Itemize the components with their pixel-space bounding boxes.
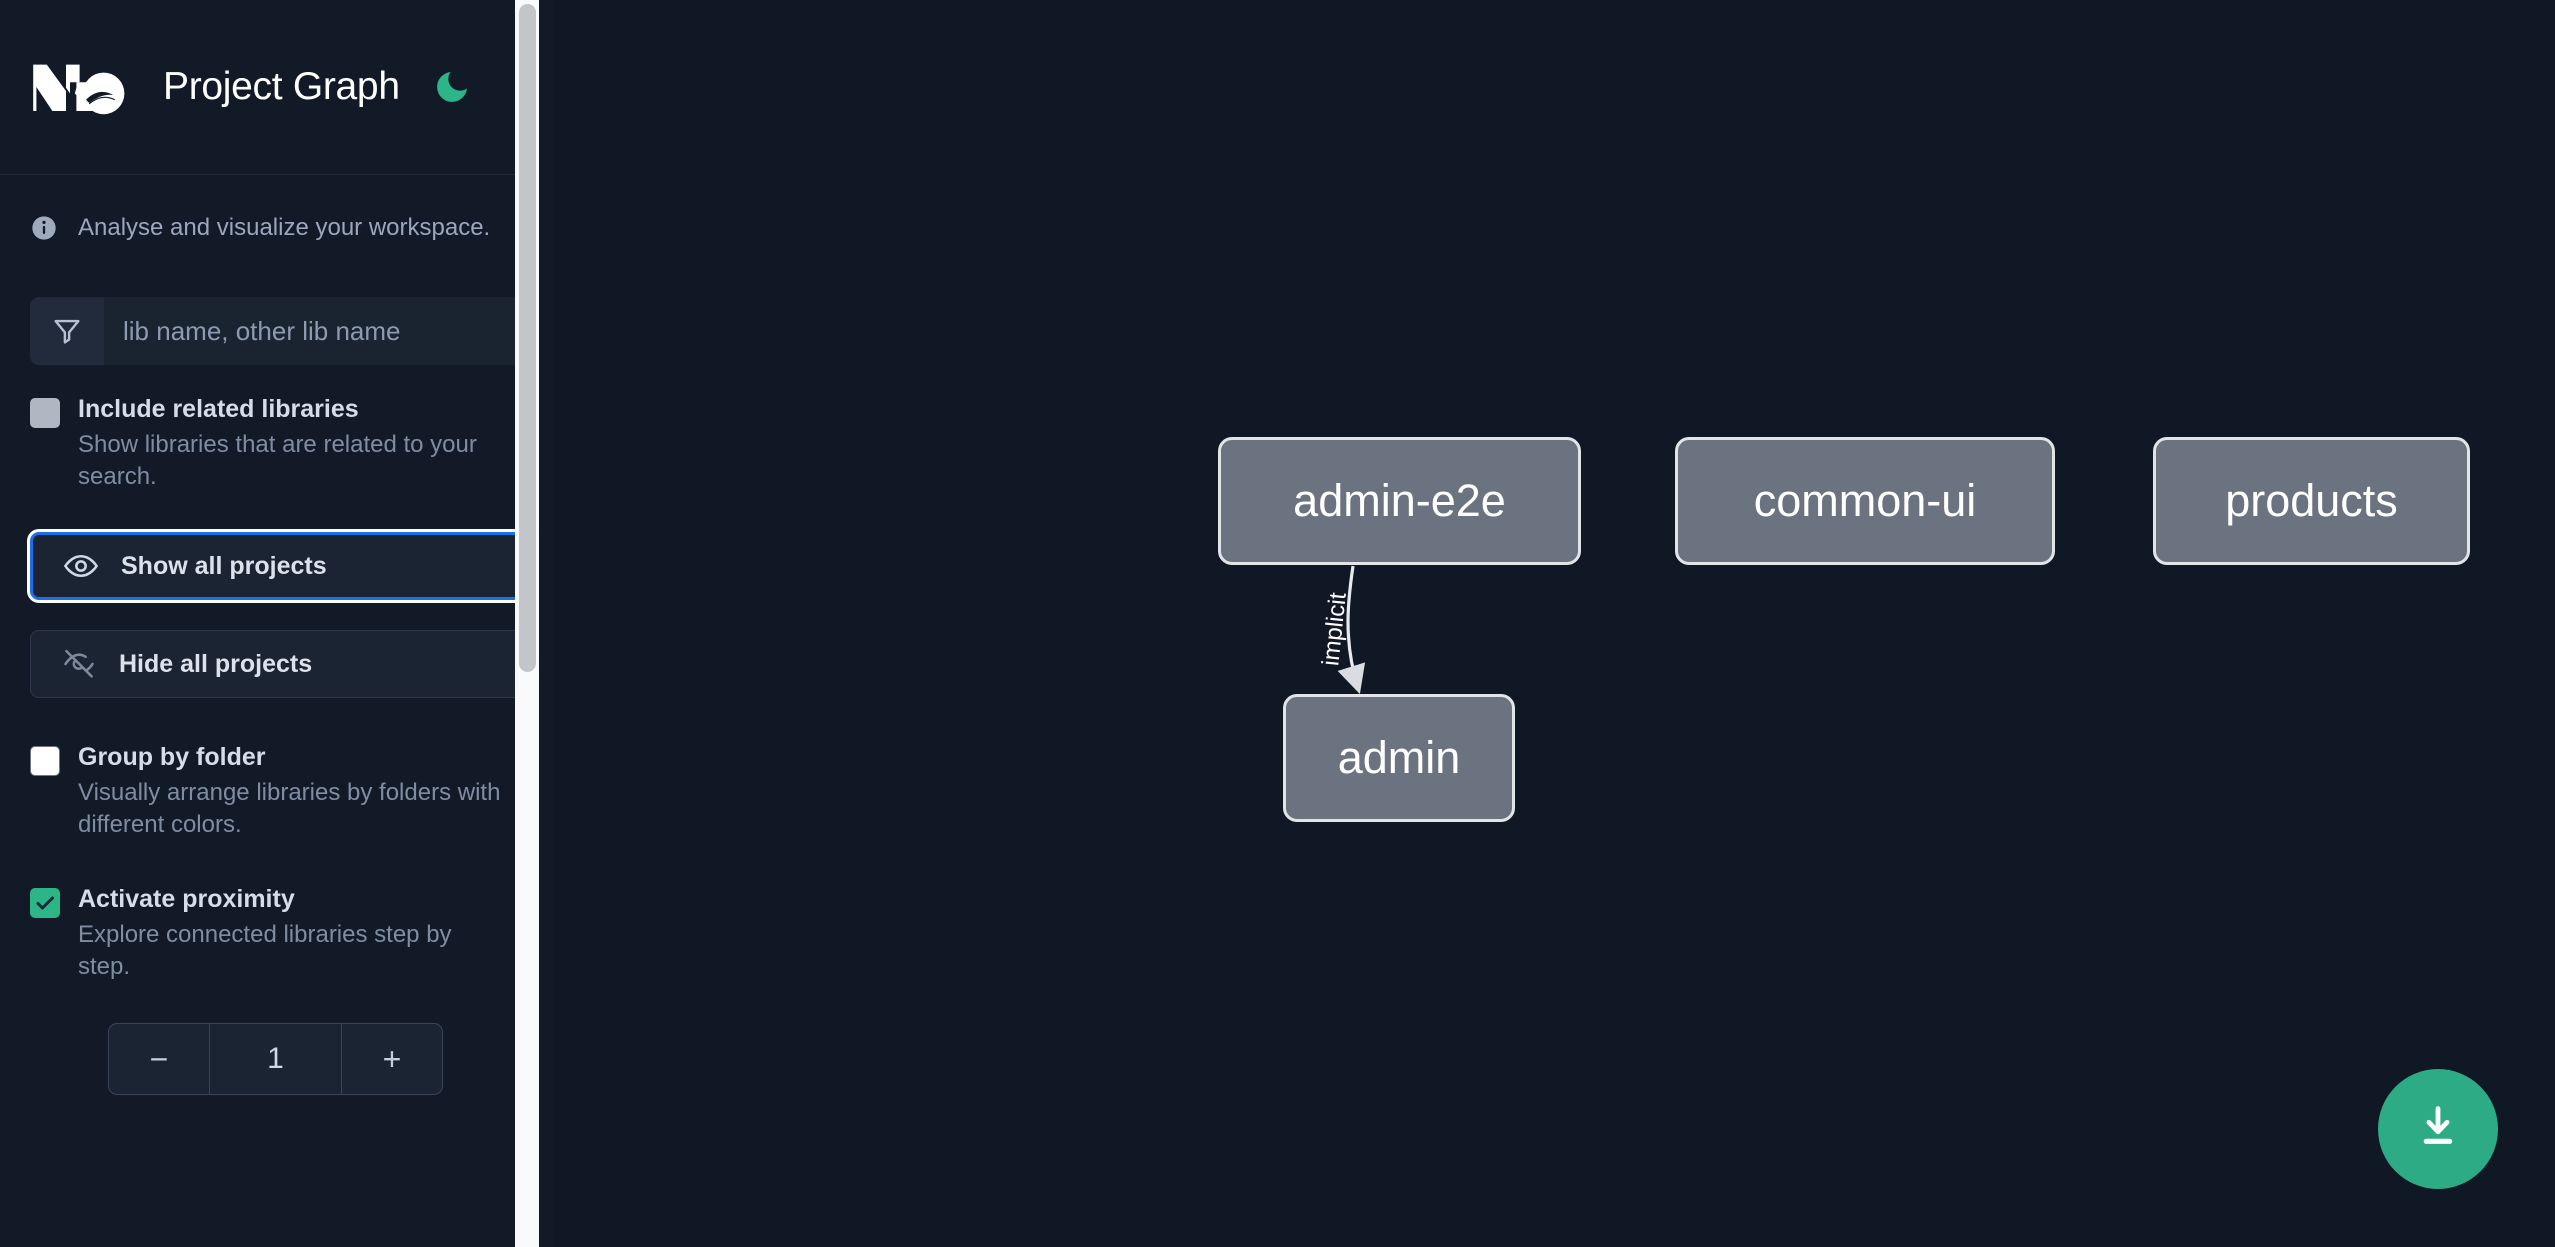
graph-node-common-ui[interactable]: common-ui bbox=[1675, 437, 2055, 565]
sidebar-edge bbox=[539, 0, 553, 1247]
graph-node-products[interactable]: products bbox=[2153, 437, 2470, 565]
edge-label-implicit-admin: implicit bbox=[1317, 591, 1352, 667]
proximity-decrement-button[interactable]: − bbox=[109, 1024, 210, 1095]
eye-icon bbox=[63, 548, 99, 584]
proximity-stepper[interactable]: − 1 + bbox=[108, 1023, 443, 1096]
sidebar-subtitle: Analyse and visualize your workspace. bbox=[78, 214, 491, 241]
graph-canvas[interactable]: implicit implicit admin-e2e common-ui pr… bbox=[553, 0, 2555, 1247]
option-description: Explore connected libraries step by step… bbox=[78, 921, 452, 981]
option-activate-proximity[interactable]: Activate proximity Explore connected lib… bbox=[30, 884, 523, 983]
show-all-projects-label: Show all projects bbox=[121, 551, 327, 580]
group-by-folder-checkbox[interactable] bbox=[30, 746, 60, 777]
node-label: common-ui bbox=[1753, 475, 1977, 526]
filter-icon bbox=[30, 297, 104, 365]
check-icon bbox=[36, 896, 54, 910]
option-description: Visually arrange libraries by folders wi… bbox=[78, 779, 501, 839]
download-graph-button[interactable] bbox=[2378, 1069, 2498, 1189]
proximity-increment-button[interactable]: + bbox=[341, 1024, 442, 1095]
option-include-related-libraries[interactable]: Include related libraries Show libraries… bbox=[30, 394, 523, 493]
proximity-value: 1 bbox=[267, 1042, 284, 1076]
info-icon bbox=[30, 214, 58, 242]
eye-off-icon bbox=[61, 646, 97, 682]
graph-node-admin[interactable]: admin bbox=[1283, 694, 1515, 822]
sidebar-body: Include related libraries Show libraries… bbox=[0, 297, 553, 1096]
option-label: Activate proximity bbox=[78, 885, 295, 914]
graph-edges: implicit implicit bbox=[1317, 565, 1366, 695]
option-description: Show libraries that are related to your … bbox=[78, 431, 477, 491]
sidebar: Project Graph Analyse and visualize your… bbox=[0, 0, 553, 1247]
search-bar[interactable] bbox=[30, 297, 523, 365]
graph-node-admin-e2e[interactable]: admin-e2e bbox=[1218, 437, 1581, 565]
show-all-projects-button[interactable]: Show all projects bbox=[30, 532, 523, 601]
hide-all-projects-button[interactable]: Hide all projects bbox=[30, 630, 523, 699]
activate-proximity-checkbox[interactable] bbox=[30, 888, 60, 919]
hide-all-projects-label: Hide all projects bbox=[119, 649, 313, 678]
node-label: products bbox=[2225, 475, 2398, 526]
search-input[interactable] bbox=[104, 297, 523, 365]
sidebar-subtitle-row: Analyse and visualize your workspace. bbox=[0, 175, 553, 281]
download-icon bbox=[2412, 1101, 2464, 1158]
node-label: admin-e2e bbox=[1293, 475, 1506, 526]
include-related-libraries-checkbox[interactable] bbox=[30, 398, 60, 428]
node-label: admin bbox=[1337, 732, 1461, 783]
moon-icon[interactable] bbox=[430, 65, 474, 109]
page-title: Project Graph bbox=[163, 65, 400, 108]
nx-logo bbox=[30, 58, 126, 116]
option-group-by-folder[interactable]: Group by folder Visually arrange librari… bbox=[30, 742, 523, 841]
option-label: Group by folder bbox=[78, 743, 266, 772]
sidebar-scrollbar-thumb[interactable] bbox=[519, 4, 536, 672]
option-label: Include related libraries bbox=[78, 395, 359, 423]
sidebar-header: Project Graph bbox=[0, 0, 553, 175]
